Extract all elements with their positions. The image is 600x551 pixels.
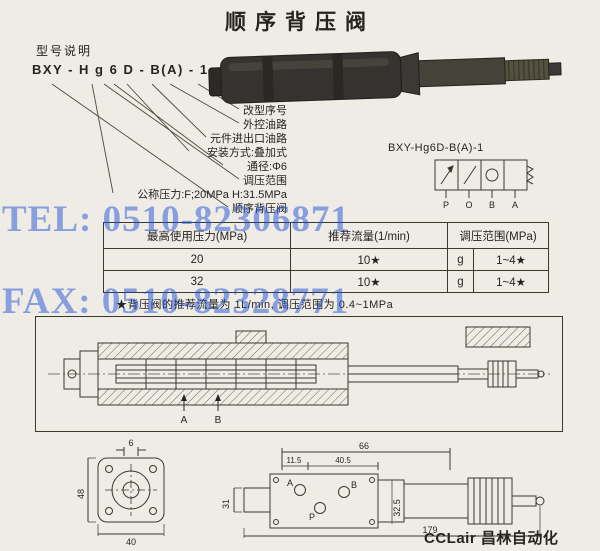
dim-side-total: 66 [359, 441, 369, 451]
cell-flow: 10★ [290, 270, 448, 293]
dim-flange-top: 6 [128, 438, 133, 448]
dim-side-left: 31 [221, 499, 231, 509]
model-callouts: 改型序号 外控油路 元件进出口油路 安装方式:叠加式 通径:Φ6 调压范围 公称… [0, 104, 287, 216]
callout-label: 外控油路 [243, 119, 287, 131]
brand-text: CCLair 昌林自动化 [424, 530, 559, 547]
page-title: 顺序背压阀 [225, 11, 375, 34]
hydraulic-symbol: P O B A [433, 156, 543, 210]
flange-drawing: 6 48 40 [76, 438, 194, 547]
spec-table: 最高使用压力(MPa) 推荐流量(1/min) 调压范围(MPa) 20 10★… [103, 222, 549, 293]
section-label-b: B [215, 415, 222, 426]
port-label-p: P [443, 200, 449, 210]
header-flow: 推荐流量(1/min) [290, 222, 448, 249]
dim-side-length: 179 [422, 525, 437, 535]
dim-side-offset: 11.5 [287, 456, 303, 465]
cell-spring: g [447, 248, 474, 271]
callout-label: 顺序背压阀 [232, 203, 287, 215]
table-header-row: 最高使用压力(MPa) 推荐流量(1/min) 调压范围(MPa) [103, 222, 549, 249]
header-max-pressure: 最高使用压力(MPa) [103, 222, 291, 249]
dim-side-mid: 32.5 [392, 499, 402, 517]
table-footnote: ★背压阀的推荐流量为 1L/min, 调压范围为 0.4~1MPa [116, 299, 394, 311]
callout-label: 调压范围 [243, 175, 287, 187]
port-label-p: P [309, 512, 315, 522]
dim-flange-left: 48 [76, 489, 86, 499]
callout-label: 公称压力:F;20MPa H:31.5MPa [137, 189, 287, 201]
valve-photo [203, 38, 568, 112]
cell-range: 1~4★ [473, 270, 549, 293]
dim-flange-bottom: 40 [126, 537, 136, 547]
port-label-o: O [465, 200, 472, 210]
cell-range: 1~4★ [473, 248, 549, 271]
side-view-drawing: 66 11.5 40.5 31 32.5 179 A P B [221, 441, 564, 548]
table-row: 20 10★ g 1~4★ [103, 248, 549, 271]
cell-pressure: 32 [103, 270, 291, 293]
cell-spring: g [447, 270, 474, 293]
dim-side-spacing: 40.5 [335, 456, 351, 465]
table-row: 32 10★ g 1~4★ [103, 270, 549, 293]
cross-section-drawing: A B [36, 317, 562, 426]
cross-section-box: A B [35, 316, 563, 432]
header-range: 调压范围(MPa) [447, 222, 549, 249]
callout-label: 通径:Φ6 [247, 161, 287, 173]
cell-flow: 10★ [290, 248, 448, 271]
section-label-a: A [181, 415, 188, 426]
port-label-b: B [489, 200, 495, 210]
callout-label: 安装方式:叠加式 [206, 147, 287, 159]
cell-pressure: 20 [103, 248, 291, 271]
port-label-a: A [287, 478, 293, 488]
port-label-b: B [351, 480, 357, 490]
model-code: BXY - H g 6 D - B(A) - 1 [32, 62, 209, 77]
model-section-label: 型号说明 [36, 44, 93, 58]
schematic-title: BXY-Hg6D-B(A)-1 [388, 142, 484, 154]
callout-label: 改型序号 [243, 105, 287, 117]
port-label-a: A [512, 200, 518, 210]
callout-label: 元件进出口油路 [210, 133, 287, 145]
